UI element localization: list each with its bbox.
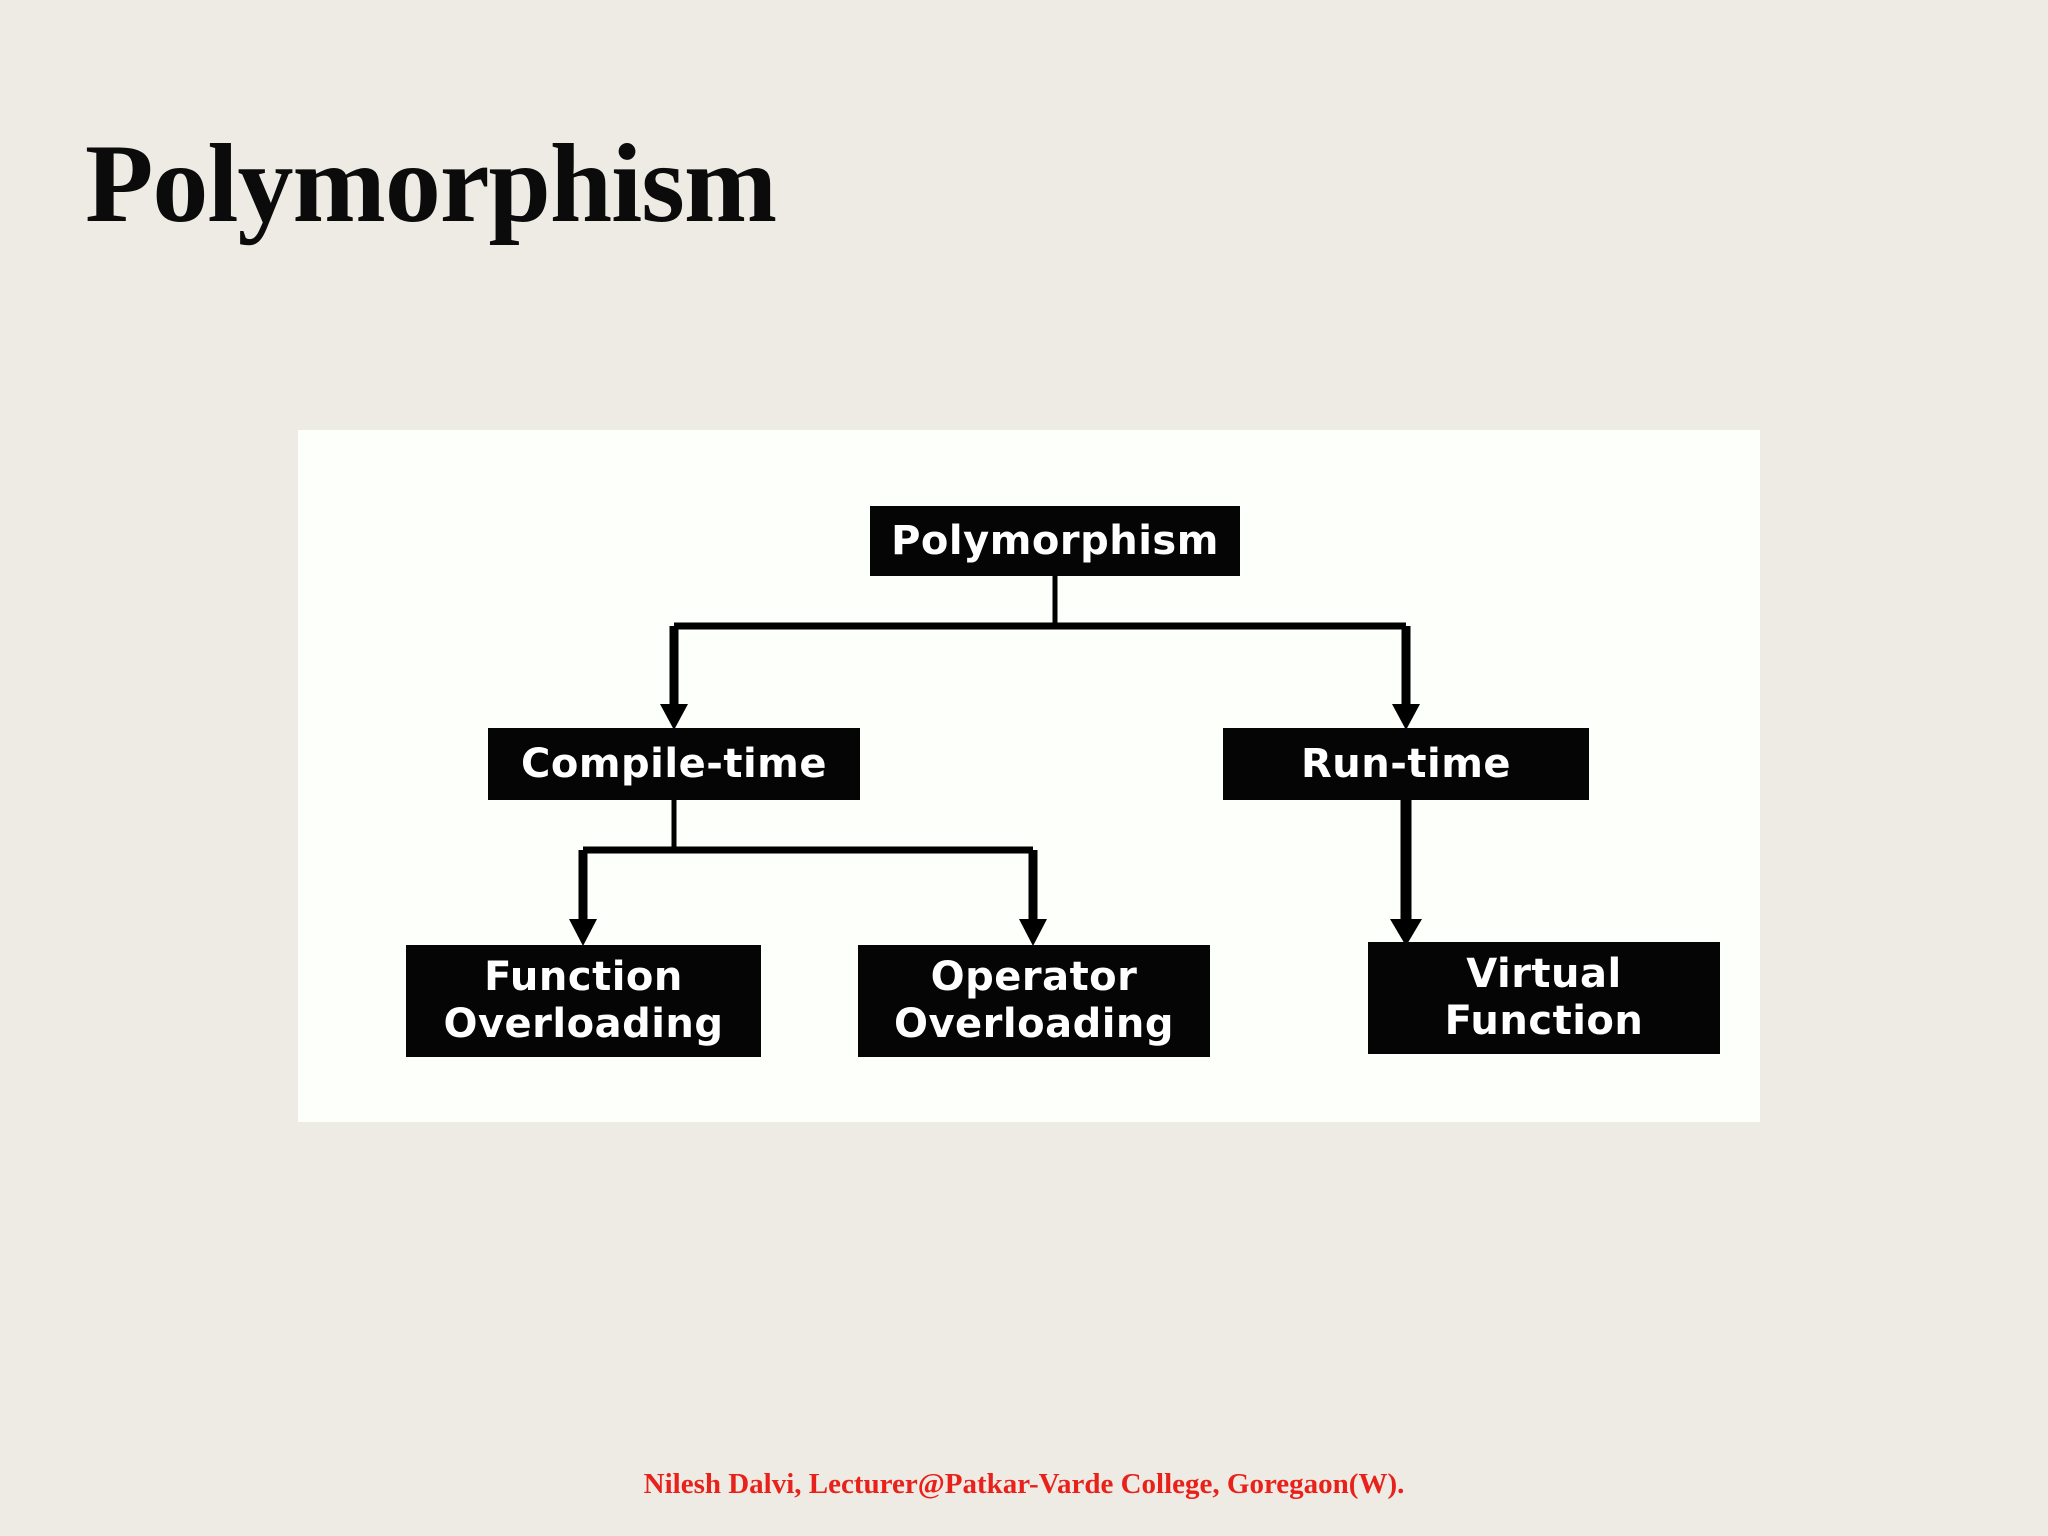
edge-root-to-level2 xyxy=(660,576,1420,730)
diagram-node-run-time[interactable]: Run-time xyxy=(1223,728,1589,800)
node-label: Operator Overloading xyxy=(893,953,1175,1047)
node-label: Run-time xyxy=(1301,741,1511,787)
edge-compile-time-to-leaves xyxy=(569,800,1047,946)
node-label: Polymorphism xyxy=(891,518,1219,564)
node-label: Function Overloading xyxy=(443,953,724,1047)
diagram-node-polymorphism[interactable]: Polymorphism xyxy=(870,506,1240,576)
footer-credit: Nilesh Dalvi, Lecturer@Patkar-Varde Coll… xyxy=(643,1468,1405,1500)
diagram-node-function-overloading[interactable]: Function Overloading xyxy=(406,945,761,1057)
edge-run-time-to-virtual-function xyxy=(1390,800,1422,946)
diagram-node-operator-overloading[interactable]: Operator Overloading xyxy=(858,945,1210,1057)
diagram-panel: Polymorphism Compile-time Run-time Funct… xyxy=(298,430,1760,1122)
node-label: Compile-time xyxy=(521,741,827,787)
node-label: Virtual Function xyxy=(1444,950,1644,1044)
page-title: Polymorphism xyxy=(85,122,777,246)
diagram-node-compile-time[interactable]: Compile-time xyxy=(488,728,860,800)
diagram-node-virtual-function[interactable]: Virtual Function xyxy=(1368,942,1720,1054)
